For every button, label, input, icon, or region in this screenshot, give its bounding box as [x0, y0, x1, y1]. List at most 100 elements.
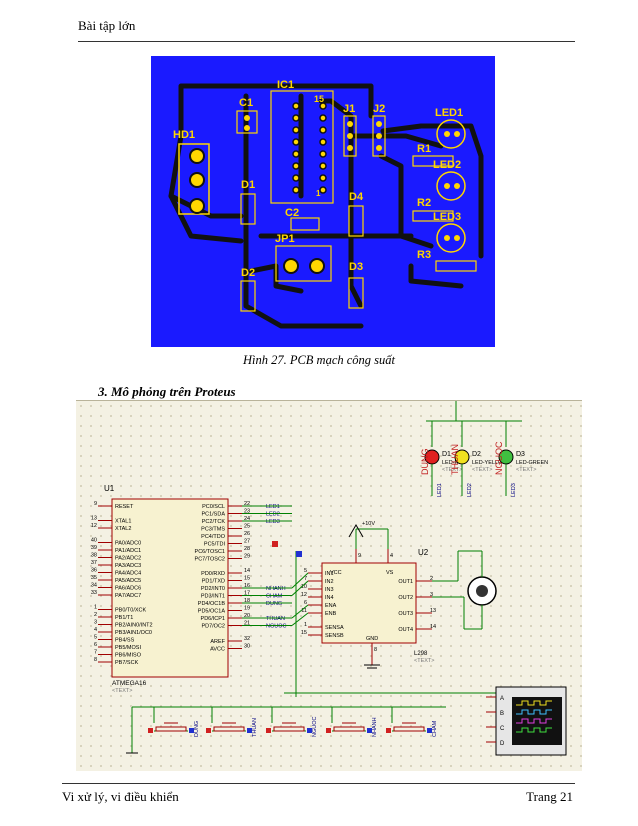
pcb-label-jp1: JP1	[275, 233, 295, 245]
button-pin-marker	[367, 728, 372, 733]
scope-trace	[516, 727, 552, 733]
pcb-label-r1: R1	[417, 143, 431, 155]
u1-pin-num: 38	[91, 553, 97, 559]
u1-pin-name: PB1/T1	[115, 615, 133, 621]
u1-pin-name: XTAL1	[115, 519, 131, 525]
u2-part: L298	[414, 651, 428, 657]
pcb-drawing: HD1 C1 IC1 15 1 J1 J2 LED1 LED2 LED3 R1 …	[168, 79, 484, 329]
pcb-label-c2: C2	[285, 207, 299, 219]
button-net-label: NHANH	[372, 717, 378, 737]
button-pin-marker	[189, 728, 194, 733]
u2-vcc-name: VCC	[330, 570, 342, 576]
u2-pin-num: 14	[430, 624, 436, 630]
button-net-label: NGUOC	[312, 717, 318, 738]
led-text: <TEXT>	[472, 467, 492, 473]
u1-ref: U1	[104, 484, 115, 493]
section-heading: 3. Mô phỏng trên Proteus	[98, 384, 236, 399]
pcb-label-j1: J1	[343, 103, 355, 115]
u1-pin-name: PD6/ICP1	[201, 616, 225, 622]
pcb-label-led1: LED1	[435, 107, 463, 119]
u1-pin-num: 26	[244, 531, 250, 537]
u1-pin-num: 9	[94, 501, 97, 507]
probe-marker	[272, 541, 278, 547]
u2-pin-num: 15	[301, 630, 307, 636]
page-header: Bài tập lớn	[78, 18, 136, 33]
u1-pin-num: 28	[244, 546, 250, 552]
u1-pin-name: PD1/TXD	[202, 579, 225, 585]
control-wire	[291, 604, 309, 619]
u1-net-label: DUNG	[266, 601, 282, 607]
u1-pin-name: PA5/ADC5	[115, 578, 141, 584]
u1-pin-name: PC4/TDO	[201, 534, 226, 540]
u1-pin-num: 39	[91, 545, 97, 551]
u1-pin-num: 34	[91, 583, 97, 589]
u1-net-label: LED3	[266, 519, 280, 525]
u1-pin-name: PB5/MOSI	[115, 645, 141, 651]
control-wire	[291, 580, 309, 596]
figure-caption: Hình 27. PCB mạch công suất	[242, 353, 396, 367]
u1-pin-num: 4	[94, 627, 97, 633]
pcb-label-d3: D3	[349, 261, 363, 273]
button-net-label: DUNG	[194, 721, 200, 737]
pcb-label-ic-pin1: 1	[316, 189, 321, 198]
u1-pin-name: PA6/ADC6	[115, 586, 141, 592]
button-pin-marker	[427, 728, 432, 733]
led-ref: D1	[442, 451, 451, 458]
u1-pin-name: PC0/SCL	[202, 504, 225, 510]
u2-pin-num: 9	[358, 553, 361, 559]
scope-trace	[516, 700, 552, 706]
u1-pin-name: PD7/OC2	[201, 624, 225, 630]
control-wire	[291, 572, 309, 589]
u1-net-label: CHAM	[266, 594, 283, 600]
u1-net-label: LED2	[266, 512, 280, 518]
led-tag: THUAN	[450, 444, 460, 475]
button-pin-marker	[266, 728, 271, 733]
u1-pin-num: 21	[244, 621, 250, 627]
u2-pin-name: IN1	[325, 571, 334, 577]
button-pin-marker	[326, 728, 331, 733]
u2-gnd-name: GND	[366, 636, 378, 642]
u2-pin-num: 11	[301, 608, 307, 614]
u1-pin-num: 24	[244, 516, 250, 522]
led-text: <TEXT>	[516, 467, 536, 473]
u1-pin-num: 19	[244, 606, 250, 612]
pcb-label-r3: R3	[417, 249, 431, 261]
u1-pin-name: PA1/ADC1	[115, 548, 141, 554]
u2-pin-name: OUT3	[398, 611, 413, 617]
push-button-nguoc	[273, 726, 305, 732]
footer-rule	[62, 783, 575, 784]
u1-pin-num: 22	[244, 501, 250, 507]
pcb-label-d4: D4	[349, 191, 364, 203]
scope-trace	[516, 709, 552, 715]
u1-pin-name: PB3/AIN1/OC0	[115, 630, 152, 636]
led-text: <TEXT>	[442, 467, 462, 473]
u1-pin-name: PA2/ADC2	[115, 556, 141, 562]
u1-pin-name: PD5/OC1A	[198, 609, 226, 615]
u1-pin-num: 40	[91, 538, 97, 544]
control-wire	[291, 612, 309, 626]
u1-pin-num: 12	[91, 523, 97, 529]
footer-course: Vi xử lý, vi điều khiển	[62, 789, 179, 804]
footer-page-number: Trang 21	[526, 789, 573, 804]
u2-pin-num: 10	[301, 584, 307, 590]
u1-net-label: NHANH	[266, 586, 286, 592]
u2-pin-num: 8	[374, 647, 377, 653]
u1-body	[111, 498, 229, 678]
u1-pin-name: PB2/AIN0/INT2	[115, 623, 153, 629]
u1-pin-num: 29	[244, 554, 250, 560]
led-net-label: LED2	[467, 483, 473, 497]
u2-pin-name: SENSB	[325, 633, 344, 639]
button-pin-marker	[386, 728, 391, 733]
u1-text: <TEXT>	[112, 688, 132, 694]
pcb-label-d1: D1	[241, 179, 255, 191]
pcb-label-r2: R2	[417, 197, 431, 209]
u1-pin-name: PC6/TOSC1	[195, 549, 225, 555]
u1-net-label: THUAN	[266, 616, 285, 622]
scope-channel-label: C	[500, 726, 505, 732]
u2-pin-num: 7	[304, 576, 307, 582]
u1-pin-num: 35	[91, 575, 97, 581]
push-button-thuan	[213, 726, 245, 732]
u1-pin-num: 5	[94, 635, 97, 641]
